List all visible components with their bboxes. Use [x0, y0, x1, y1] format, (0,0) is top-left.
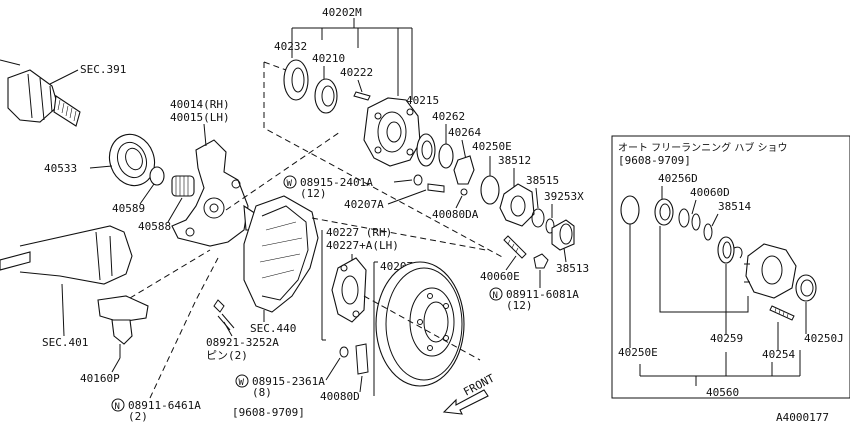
label-sec-391: SEC.391 — [80, 63, 126, 76]
label-40080DA: 40080DA — [432, 208, 479, 221]
label-40060E: 40060E — [480, 270, 520, 283]
nut-08911-6081A — [533, 253, 549, 269]
label-39253X: 39253X — [544, 190, 584, 203]
cotter-pin — [213, 299, 235, 331]
label-08921-3252A: 08921-3252A — [206, 336, 279, 349]
bearing-40256D — [654, 198, 674, 226]
snap-ring-38514 — [703, 223, 713, 241]
inset-box — [611, 135, 850, 399]
label-40250E-top: 40250E — [472, 140, 512, 153]
label-40227A: 40227+A(LH) — [326, 239, 399, 252]
label-40160P: 40160P — [80, 372, 120, 385]
label-9608-9709-bottom: [9608-9709] — [232, 406, 305, 419]
label-40250E-box: 40250E — [618, 346, 658, 359]
badge-n-6081A-text: N — [493, 291, 498, 301]
label-38514: 38514 — [718, 200, 751, 213]
inset-title: オート フリーランニング ハブ ショウ — [618, 141, 788, 154]
ring-inner — [691, 213, 701, 231]
brake-rotor-40207 — [375, 261, 465, 387]
badge-w-2401A — [283, 175, 297, 189]
label-40259: 40259 — [710, 332, 743, 345]
lock-washer-40264 — [453, 155, 475, 185]
gasket-40250E-box — [620, 195, 640, 225]
label-08921-3252A-qty: ピン(2) — [206, 349, 248, 362]
snap-ring-38515 — [531, 208, 545, 228]
bolt-40222 — [353, 91, 371, 101]
bearing-40215 — [416, 133, 436, 167]
inset-date: [9608-9709] — [618, 154, 691, 167]
spring — [733, 246, 743, 259]
label-40588: 40588 — [138, 220, 171, 233]
drive-shaft-illustration — [0, 59, 81, 127]
washer-08915-2401A — [413, 174, 423, 186]
label-40254: 40254 — [762, 348, 795, 361]
label-08911-6461A: 08911-6461A — [128, 399, 201, 412]
label-40222: 40222 — [340, 66, 373, 79]
label-40014: 40014(RH) — [170, 98, 230, 111]
seal-40232 — [283, 59, 309, 101]
label-08911-6081A: 08911-6081A — [506, 288, 579, 301]
label-sec-401: SEC.401 — [42, 336, 88, 349]
washer-08915-2361A — [339, 346, 349, 358]
label-40215: 40215 — [406, 94, 439, 107]
hub-assembly — [363, 97, 421, 167]
frame-member — [0, 225, 133, 285]
label-08915-2401A-qty: (12) — [300, 187, 327, 200]
label-40227: 40227 (RH) — [326, 226, 392, 239]
bearing-40533 — [108, 133, 156, 187]
bolt-40254 — [769, 305, 795, 321]
bolt-40207A — [427, 183, 445, 193]
hub-cap-38512 — [499, 183, 535, 227]
washer-40262 — [438, 143, 454, 169]
badge-w-2361A — [235, 374, 249, 388]
label-08911-6081A-qty: (12) — [506, 299, 533, 312]
label-40080D: 40080D — [320, 390, 360, 403]
label-08911-6461A-qty: (2) — [128, 410, 148, 423]
label-08915-2361A-qty: (8) — [252, 386, 272, 399]
label-40210: 40210 — [312, 52, 345, 65]
label-40060D: 40060D — [690, 186, 730, 199]
seal-40589 — [149, 166, 165, 186]
label-40560: 40560 — [706, 386, 739, 399]
label-40256D: 40256D — [658, 172, 698, 185]
label-38515: 38515 — [526, 174, 559, 187]
drive-ring-40259 — [717, 236, 735, 264]
cap-emblem-40250J — [795, 274, 817, 302]
free-running-hub-body — [744, 243, 797, 299]
stud-40060E — [503, 235, 527, 259]
gasket-40250E — [480, 175, 500, 205]
label-40207A: 40207A — [344, 198, 384, 211]
label-40202M: 40202M — [322, 6, 362, 19]
ring-39253X — [545, 218, 555, 234]
label-38512: 38512 — [498, 154, 531, 167]
bolt-40080D — [355, 343, 369, 375]
ball-joint-40160P — [97, 295, 149, 358]
badge-w-2401A-text: W — [287, 179, 293, 189]
caliper-bracket-40227 — [331, 257, 367, 323]
label-40589: 40589 — [112, 202, 145, 215]
label-08915-2361A: 08915-2361A — [252, 375, 325, 388]
label-40250J: 40250J — [804, 332, 844, 345]
label-08915-2401A: 08915-2401A — [300, 176, 373, 189]
label-40533: 40533 — [44, 162, 77, 175]
front-arrow-icon — [442, 389, 489, 415]
dust-cover-sec440 — [243, 195, 319, 313]
label-40264: 40264 — [448, 126, 481, 139]
label-38513: 38513 — [556, 262, 589, 275]
label-40262: 40262 — [432, 110, 465, 123]
label-sec-440: SEC.440 — [250, 322, 296, 335]
ring-40060D — [678, 208, 690, 228]
bushing-40588 — [171, 175, 195, 197]
label-40015: 40015(LH) — [170, 111, 230, 124]
badge-n-6461A-text: N — [115, 402, 120, 412]
badge-w-2361A-text: W — [239, 378, 245, 388]
bearing-40210 — [314, 78, 338, 114]
cap-38513 — [551, 219, 575, 251]
diagram-id: A4000177 — [776, 411, 829, 424]
badge-n-6081A — [489, 287, 503, 301]
label-40232: 40232 — [274, 40, 307, 53]
bolt-40080DA — [460, 188, 468, 196]
badge-n-6461A — [111, 398, 125, 412]
